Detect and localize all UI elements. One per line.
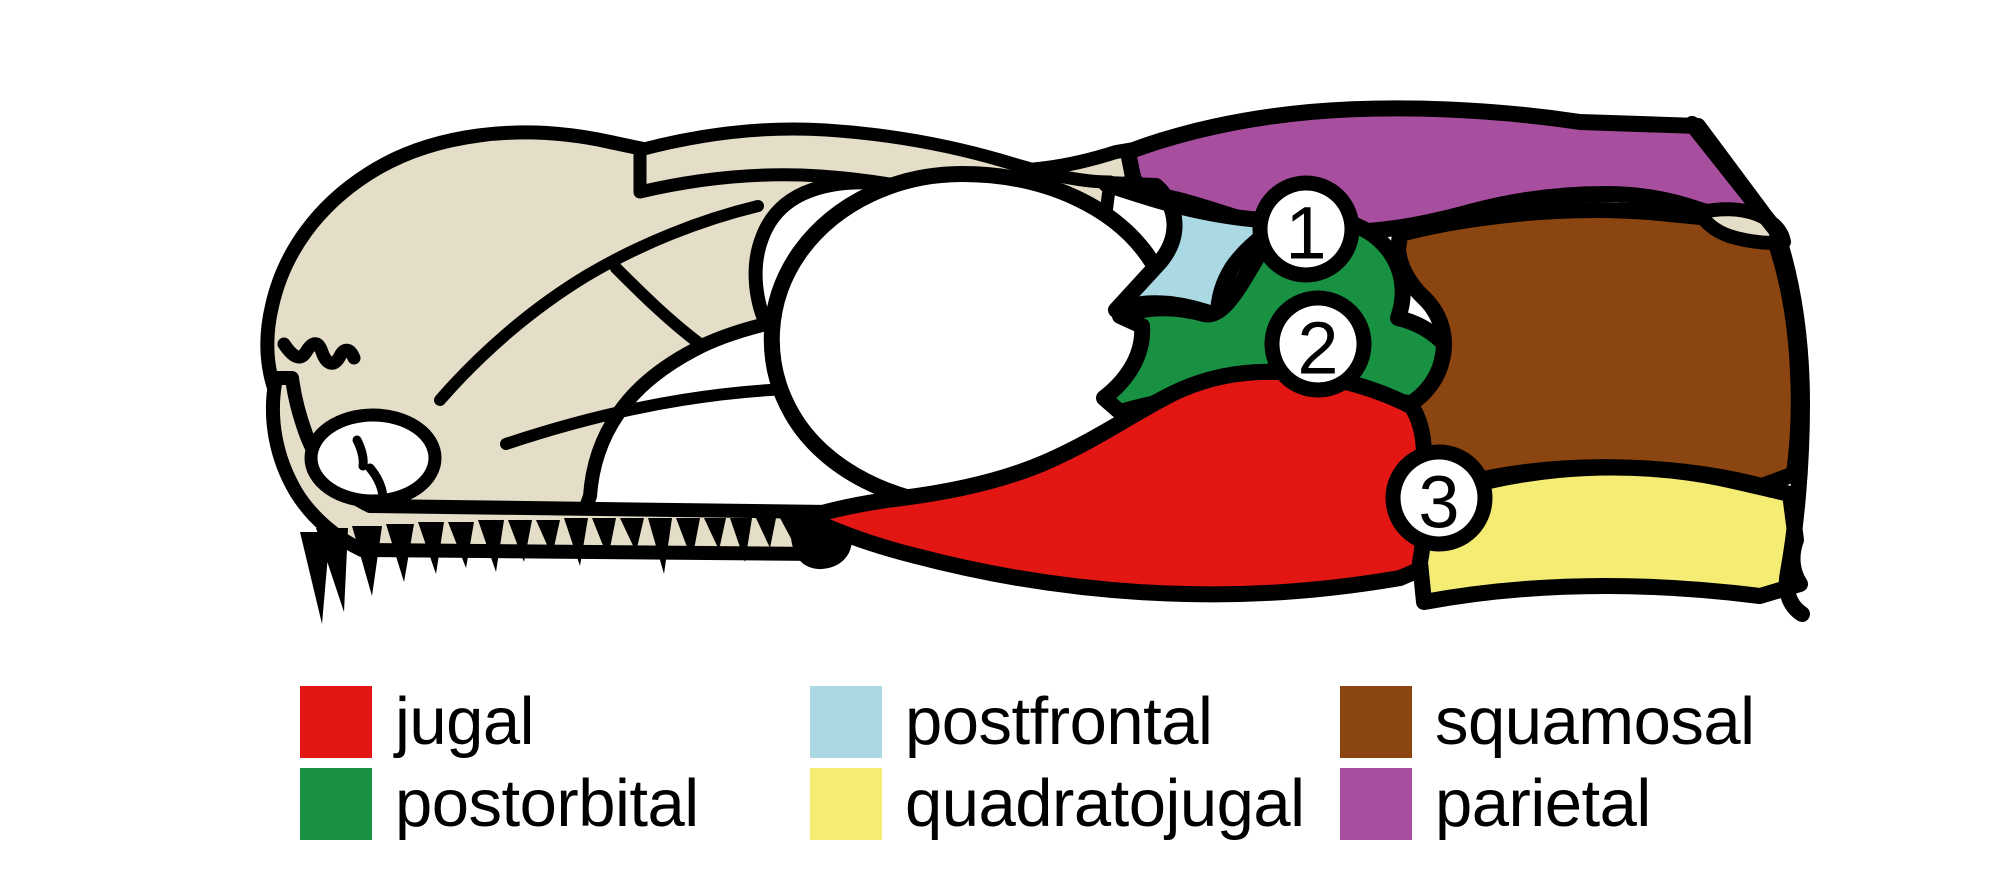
- legend-item-jugal[interactable]: jugal: [300, 686, 810, 758]
- marker-1[interactable]: 1: [1252, 175, 1360, 283]
- marker-3-label: 3: [1418, 461, 1459, 544]
- legend: jugal postfrontal squamosal postorbital …: [0, 668, 2008, 893]
- legend-swatch-postorbital: [300, 768, 372, 840]
- marker-1-label: 1: [1285, 192, 1326, 275]
- premaxilla-notch: [277, 337, 361, 370]
- marker-3[interactable]: 3: [1385, 444, 1493, 552]
- legend-label-quadratojugal: quadratojugal: [905, 766, 1305, 841]
- upper-jaw-margin: [265, 371, 837, 561]
- naris-marking-upper: [352, 435, 368, 471]
- skull-bone-group: [260, 122, 1159, 624]
- legend-label-parietal: parietal: [1435, 766, 1651, 841]
- marker-group: 1 2 3: [1252, 175, 1493, 552]
- legend-label-squamosal: squamosal: [1435, 684, 1755, 759]
- legend-label-postorbital: postorbital: [395, 766, 699, 841]
- legend-swatch-jugal: [300, 686, 372, 758]
- legend-label-postfrontal: postfrontal: [905, 684, 1213, 759]
- naris-marking-lower: [365, 463, 388, 509]
- legend-swatch-parietal: [1340, 768, 1412, 840]
- marker-3-circle[interactable]: [1385, 444, 1493, 552]
- legend-item-postorbital[interactable]: postorbital: [300, 768, 810, 840]
- prefrontal-suture-line: [610, 262, 706, 350]
- legend-item-postfrontal[interactable]: postfrontal: [810, 686, 1340, 758]
- marker-2-circle[interactable]: [1264, 290, 1372, 398]
- skull-rear-outline: [1684, 116, 1810, 622]
- marker-1-circle[interactable]: [1252, 175, 1360, 283]
- legend-item-parietal[interactable]: parietal: [1340, 768, 1750, 840]
- external-naris: [304, 408, 442, 508]
- legend-swatch-postfrontal: [810, 686, 882, 758]
- region-postfrontal: [1098, 176, 1276, 324]
- legend-item-squamosal[interactable]: squamosal: [1340, 686, 1755, 758]
- marker-2[interactable]: 2: [1264, 290, 1372, 398]
- legend-item-quadratojugal[interactable]: quadratojugal: [810, 768, 1340, 840]
- legend-row-1: jugal postfrontal squamosal: [300, 686, 1755, 768]
- legend-row-2: postorbital quadratojugal parietal: [300, 768, 1750, 850]
- marker-2-label: 2: [1297, 307, 1338, 390]
- nasal-suture-line: [434, 200, 764, 406]
- skull-diagram: 1 2 3: [260, 100, 1810, 624]
- legend-swatch-quadratojugal: [810, 768, 882, 840]
- legend-swatch-squamosal: [1340, 686, 1412, 758]
- legend-label-jugal: jugal: [395, 684, 535, 759]
